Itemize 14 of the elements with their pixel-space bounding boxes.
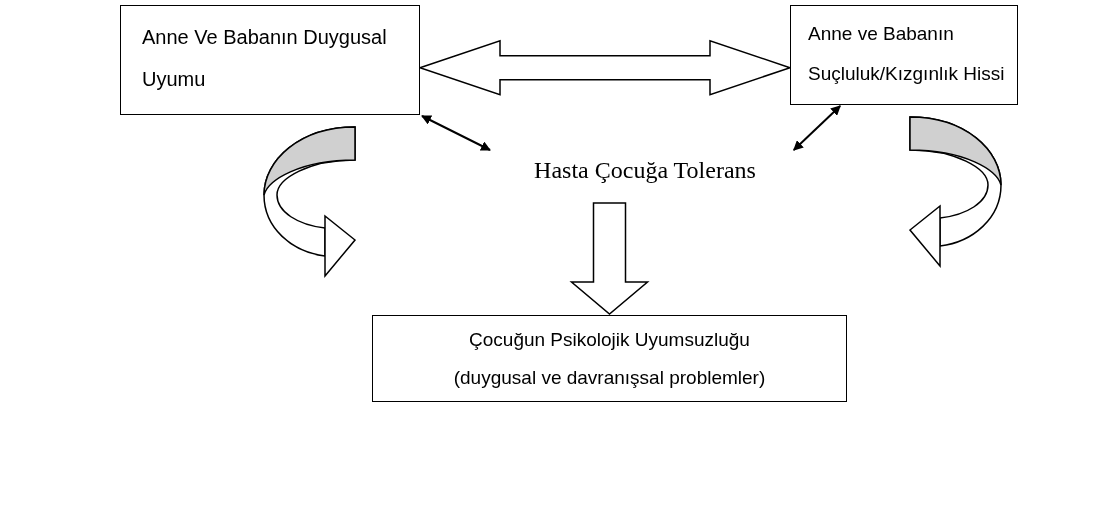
concept-box (790, 5, 1018, 105)
concept-box (120, 5, 420, 115)
block-arrow (417, 39, 793, 96)
block-arrow (569, 202, 650, 315)
node-text: Anne ve Babanın Suçluluk/Kızgınlık Hissi (808, 22, 1006, 86)
double-arrow (421, 115, 491, 151)
node-text: (duygusal ve davranışsal problemler) (453, 365, 766, 390)
curved-arrow (263, 126, 357, 279)
factor-label: Hasta Çocuğa Tolerans (490, 150, 800, 190)
curved-arrow (908, 116, 1002, 269)
concept-box (372, 315, 847, 402)
node-text: Çocuğun Psikolojik Uyumsuzluğu (469, 327, 750, 352)
double-arrow (792, 105, 842, 151)
node-text: Anne Ve Babanın Duygusal Uyumu (142, 25, 388, 92)
